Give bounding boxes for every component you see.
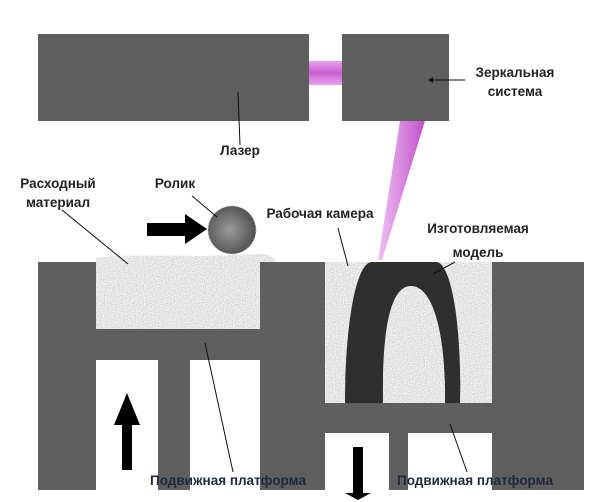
right-wall — [492, 262, 584, 490]
arrow-up-icon — [114, 393, 140, 470]
right-piston-rod — [389, 433, 408, 490]
arrow-right-icon — [147, 214, 207, 244]
label-platform-left: Подвижная платформа — [150, 473, 306, 488]
left-platform — [96, 329, 262, 360]
label-material-1: Расходный — [20, 176, 95, 191]
mirror-arrowhead-icon — [428, 77, 433, 83]
right-platform — [325, 403, 492, 433]
label-chamber: Рабочая камера — [266, 206, 374, 221]
label-mirror-2: система — [488, 84, 543, 99]
mirror-system-block — [342, 34, 449, 121]
label-mirror-1: Зеркальная — [476, 65, 555, 80]
label-material-2: материал — [26, 195, 90, 210]
arrow-down-icon — [345, 447, 371, 500]
manufactured-model — [345, 262, 461, 403]
label-platform-right: Подвижная платформа — [397, 473, 553, 488]
left-piston-rod — [158, 360, 190, 490]
laser-beam-horizontal — [309, 61, 342, 85]
label-model-1: Изготовляемая — [427, 221, 529, 236]
middle-wall — [260, 262, 325, 490]
label-model-2: модель — [453, 245, 504, 260]
laser-block — [38, 34, 309, 121]
powder-supply — [96, 254, 276, 330]
left-wall — [38, 262, 96, 490]
leader-lines — [61, 79, 468, 473]
roller — [207, 205, 257, 255]
laser-beam-down — [378, 121, 425, 260]
label-roller: Ролик — [155, 176, 195, 191]
label-laser: Лазер — [220, 143, 260, 158]
